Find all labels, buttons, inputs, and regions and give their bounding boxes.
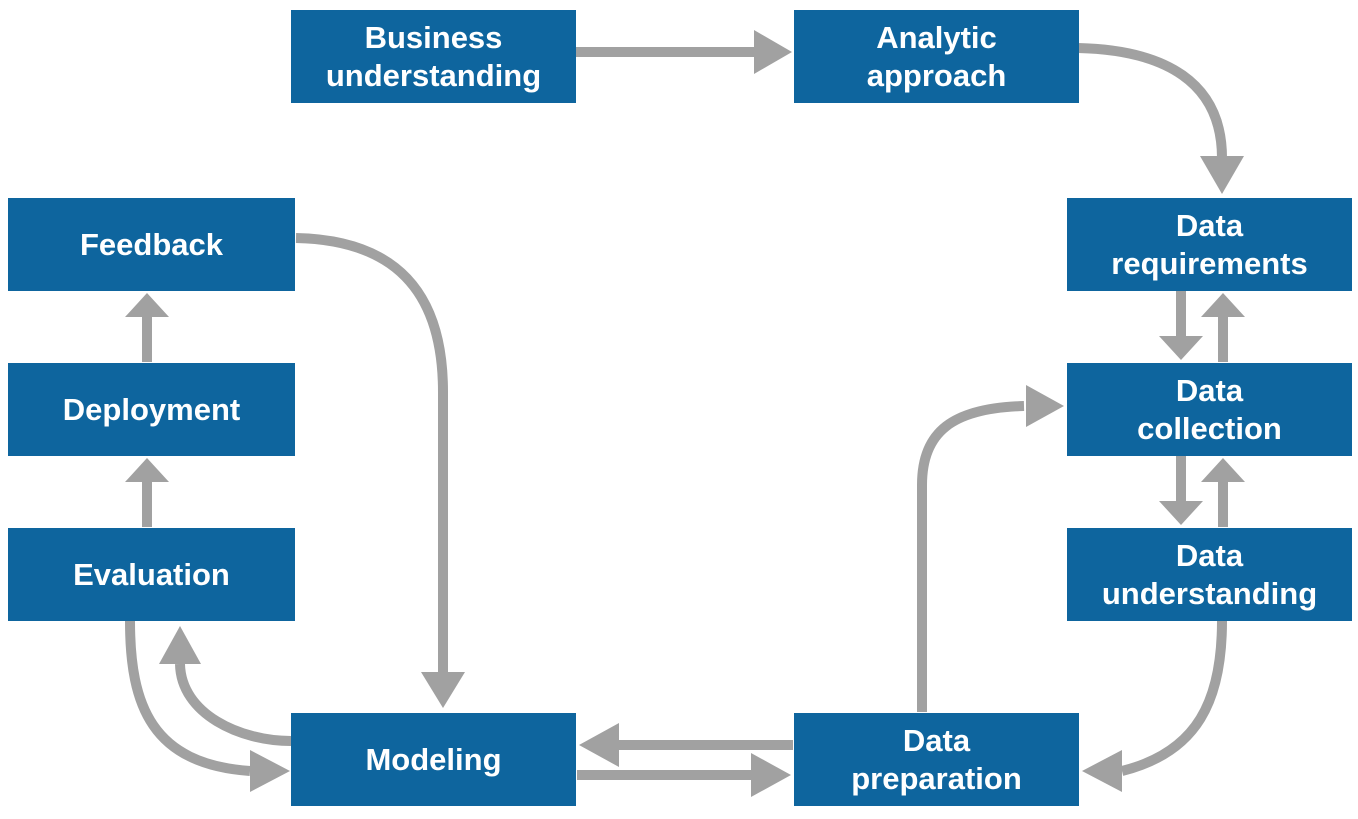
node-modeling: Modeling	[291, 713, 576, 806]
arrow-evaluation-to-deployment	[125, 458, 169, 527]
node-deployment: Deployment	[8, 363, 295, 456]
arrow-feedback-to-modeling	[295, 233, 465, 708]
node-deployment-label: Deployment	[62, 391, 241, 427]
node-analytic-approach: Analytic approach	[794, 10, 1079, 103]
node-business-understanding-label: Business understanding	[325, 19, 542, 93]
node-data-understanding: Data understanding	[1067, 528, 1352, 621]
arrow-data-understanding-to-data-collection	[1201, 458, 1245, 527]
arrow-data-collection-to-data-requirements	[1201, 293, 1245, 362]
node-analytic-approach-label: Analytic approach	[866, 19, 1007, 93]
node-data-collection: Data collection	[1067, 363, 1352, 456]
arrow-analytic-to-data-requirements	[1077, 43, 1244, 194]
arrow-data-preparation-to-data-collection	[917, 385, 1064, 712]
node-data-preparation: Data preparation	[794, 713, 1079, 806]
arrow-evaluation-to-modeling	[125, 620, 290, 792]
arrow-data-collection-to-data-understanding	[1159, 456, 1203, 525]
node-feedback: Feedback	[8, 198, 295, 291]
node-modeling-label: Modeling	[365, 741, 502, 777]
node-data-requirements: Data requirements	[1067, 198, 1352, 291]
node-data-collection-label: Data collection	[1137, 372, 1282, 446]
node-data-understanding-label: Data understanding	[1101, 537, 1318, 611]
node-business-understanding: Business understanding	[291, 10, 576, 103]
arrow-modeling-to-evaluation	[159, 626, 292, 746]
arrow-data-requirements-to-data-collection	[1159, 291, 1203, 360]
node-data-requirements-label: Data requirements	[1111, 207, 1308, 281]
node-feedback-label: Feedback	[79, 226, 223, 262]
arrow-business-to-analytic	[576, 30, 792, 74]
arrow-data-understanding-to-data-preparation	[1082, 620, 1227, 792]
arrow-deployment-to-feedback	[125, 293, 169, 362]
arrow-modeling-to-data-preparation	[577, 753, 791, 797]
node-data-preparation-label: Data preparation	[851, 722, 1022, 796]
node-evaluation-label: Evaluation	[73, 556, 230, 592]
arrow-data-preparation-to-modeling	[579, 723, 793, 767]
node-evaluation: Evaluation	[8, 528, 295, 621]
